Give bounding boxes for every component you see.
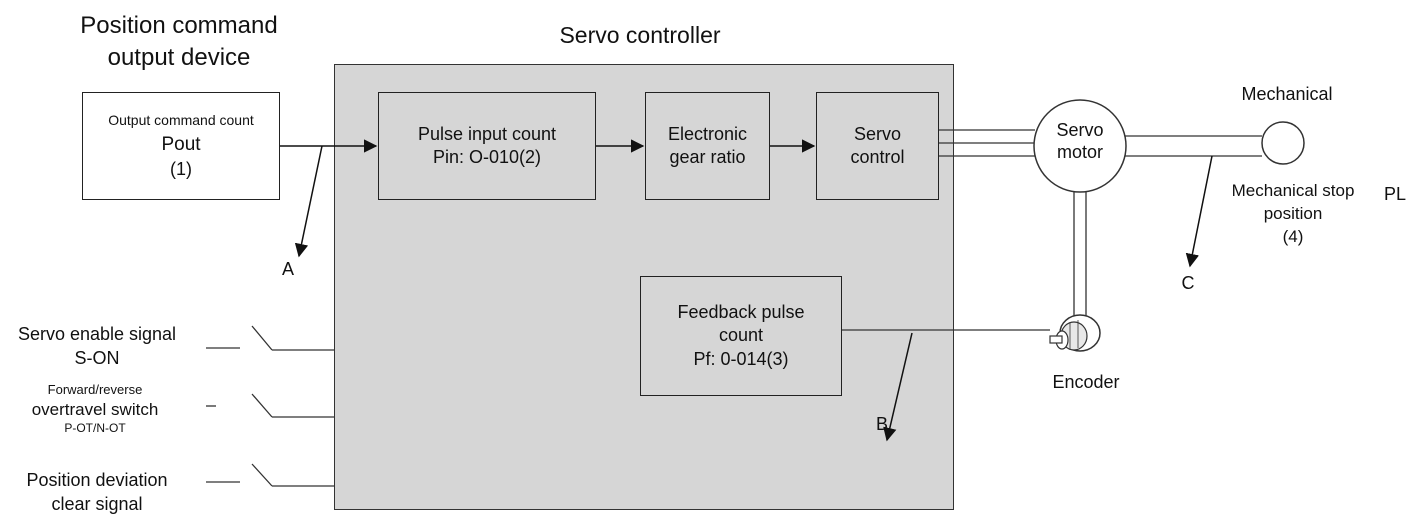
- servo-enable-label: Servo enable signal S-ON: [4, 322, 190, 371]
- servo-motor-line1: Servo: [1056, 120, 1104, 140]
- encoder-icon: [1049, 314, 1101, 352]
- label-a: A: [281, 259, 294, 279]
- servo-enable-line1: Servo enable signal: [17, 324, 177, 344]
- mech-stop-line3: (4): [1282, 226, 1304, 246]
- device-title-line2: output device: [107, 44, 251, 72]
- deviation-line2: clear signal: [51, 494, 143, 515]
- output-box-name: Pout: [161, 134, 201, 156]
- output-command-box: Output command count Pout (1): [82, 92, 280, 200]
- label-c: C: [1181, 273, 1195, 293]
- deviation-label: Position deviation clear signal: [4, 468, 190, 517]
- output-box-index: (1): [170, 158, 192, 179]
- servo-motor-line2: motor: [1056, 141, 1103, 162]
- overtravel-line1: Forward/reverse: [47, 382, 143, 397]
- encoder-label: Encoder: [1052, 372, 1120, 392]
- output-box-title: Output command count: [108, 111, 254, 128]
- device-title: Position command output device: [54, 10, 304, 75]
- overtravel-line2: overtravel switch: [31, 399, 159, 419]
- servo-motor-label: Servo motor: [1044, 120, 1116, 163]
- pl-label: PL: [1383, 184, 1407, 204]
- gear-ratio-line1: Electronic: [667, 123, 748, 144]
- deviation-clear-switch: [206, 463, 334, 487]
- servo-control-block: Servo control: [816, 92, 939, 200]
- mech-stop-label: Mechanical stop position (4): [1208, 180, 1378, 249]
- probe-b-arrow: [883, 332, 913, 442]
- gear-ratio-block: Electronic gear ratio: [645, 92, 770, 200]
- overtravel-switch: [206, 393, 334, 418]
- servo-control-line2: control: [850, 147, 905, 167]
- pulse-input-block: Pulse input count Pin: O-010(2): [378, 92, 596, 200]
- feedback-line2: count: [718, 325, 764, 346]
- probe-a-arrow: [294, 145, 323, 258]
- pulse-input-line1: Pulse input count: [417, 123, 557, 144]
- feedback-pulse-block: Feedback pulse count Pf: 0-014(3): [640, 276, 842, 396]
- servo-enable-line2: S-ON: [74, 348, 120, 369]
- mechanical-label: Mechanical: [1241, 84, 1333, 104]
- label-b: B: [875, 414, 888, 434]
- deviation-line1: Position deviation: [26, 470, 168, 490]
- overtravel-line3: P-OT/N-OT: [64, 420, 126, 435]
- feedback-line3: Pf: 0-014(3): [693, 348, 789, 369]
- mech-stop-line2: position: [1263, 203, 1323, 223]
- gear-ratio-line2: gear ratio: [669, 147, 746, 167]
- servo-control-line1: Servo: [853, 123, 902, 144]
- feedback-line1: Feedback pulse: [677, 301, 805, 322]
- device-title-line1: Position command: [80, 12, 278, 39]
- overtravel-label: Forward/reverse overtravel switch P-OT/N…: [10, 382, 180, 437]
- mech-stop-line1: Mechanical stop: [1231, 181, 1355, 200]
- servo-motor-circle: [1033, 99, 1127, 193]
- mechanical-load-circle: [1261, 121, 1305, 165]
- controller-title: Servo controller: [559, 22, 721, 48]
- pulse-input-line2: Pin: O-010(2): [432, 147, 542, 167]
- probe-c-arrow: [1185, 155, 1213, 268]
- servo-enable-switch: [206, 325, 334, 351]
